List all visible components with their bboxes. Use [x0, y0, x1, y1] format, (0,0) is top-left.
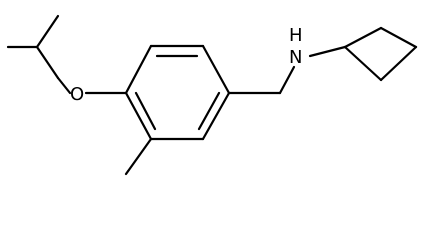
- atom-label-amine-h: H: [289, 25, 303, 46]
- chemical-structure-diagram: O H N: [6, 14, 418, 176]
- atom-label-amine-n: N: [289, 47, 302, 68]
- bond-cyclobutyl-right-top: [379, 26, 418, 49]
- double-bond-inner-left: [134, 91, 157, 131]
- bond-aryl-methyl: [124, 137, 153, 176]
- bond-cyclobutyl-top: [343, 26, 383, 49]
- bond-ring-c6-c1: [124, 91, 153, 141]
- atom-label-oxygen: O: [70, 84, 84, 105]
- bond-n-cyclobutyl: [308, 45, 347, 58]
- bond-ring-c3-c4: [201, 44, 231, 95]
- bond-isopropyl-ch-o: [35, 45, 60, 80]
- bond-ch2-n: [278, 65, 296, 95]
- bond-cyclobutyl-bottom: [343, 45, 383, 82]
- bond-o-ch-isopropyl: [56, 76, 72, 95]
- bond-ring-c1-c2: [124, 44, 153, 95]
- bond-isopropyl-upper-methyl: [35, 14, 60, 49]
- double-bond-inner-right: [197, 91, 221, 131]
- bond-ring-c4-c5: [201, 91, 231, 141]
- bond-cyclobutyl-right-bottom: [379, 45, 418, 82]
